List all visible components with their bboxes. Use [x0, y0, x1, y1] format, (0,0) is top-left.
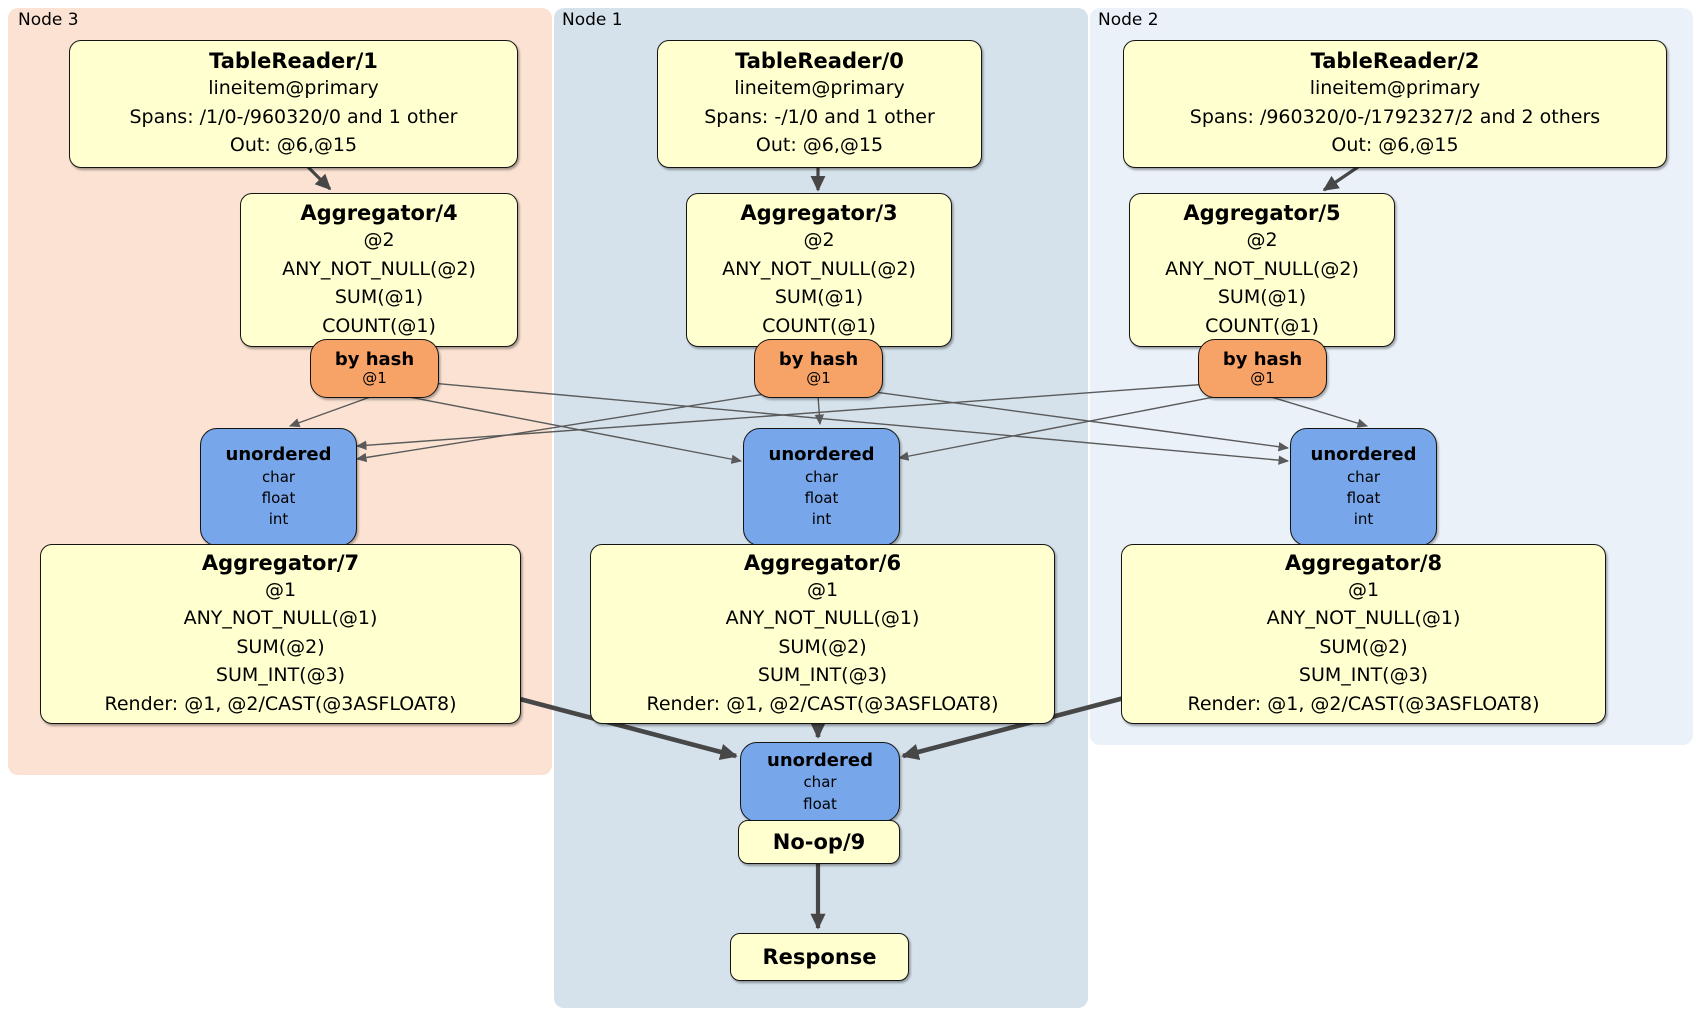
unordered-sync-node1: unordered char float int: [743, 428, 900, 546]
box-line: Spans: -/1/0 and 1 other: [704, 105, 935, 128]
box-line: lineitem@primary: [1309, 77, 1481, 100]
sync-line: int: [268, 510, 289, 529]
box-line: ANY_NOT_NULL(@2): [1165, 257, 1359, 280]
tablereader-0-box: TableReader/0 lineitem@primary Spans: -/…: [657, 40, 982, 168]
box-line: SUM(@2): [236, 635, 325, 658]
box-line: SUM_INT(@3): [1298, 664, 1429, 687]
sync-title: unordered: [768, 444, 875, 466]
aggregator-7-box: Aggregator/7 @1 ANY_NOT_NULL(@1) SUM(@2)…: [40, 544, 521, 724]
router-detail: @1: [806, 369, 831, 388]
aggregator-4-box: Aggregator/4 @2 ANY_NOT_NULL(@2) SUM(@1)…: [240, 193, 518, 347]
box-line: @2: [363, 229, 395, 252]
sync-line: int: [1353, 510, 1374, 529]
box-line: lineitem@primary: [208, 77, 379, 100]
aggregator-8-box: Aggregator/8 @1 ANY_NOT_NULL(@1) SUM(@2)…: [1121, 544, 1606, 724]
sync-title: unordered: [225, 444, 332, 466]
response-box: Response: [730, 933, 909, 981]
sync-line: char: [803, 773, 837, 792]
sync-line: char: [804, 467, 839, 486]
box-line: @1: [1347, 578, 1380, 601]
box-title: Aggregator/3: [740, 200, 898, 225]
box-title: Aggregator/6: [743, 550, 902, 575]
unordered-sync-node2: unordered char float int: [1290, 428, 1437, 546]
box-title: TableReader/0: [735, 49, 904, 74]
box-line: @1: [264, 578, 297, 601]
box-title: Aggregator/4: [300, 200, 458, 225]
box-line: ANY_NOT_NULL(@1): [725, 607, 920, 630]
box-line: SUM(@1): [774, 286, 864, 309]
router-detail: @1: [1250, 369, 1275, 388]
unordered-sync-node3: unordered char float int: [200, 428, 357, 546]
aggregator-5-box: Aggregator/5 @2 ANY_NOT_NULL(@2) SUM(@1)…: [1129, 193, 1395, 347]
tablereader-1-box: TableReader/1 lineitem@primary Spans: /1…: [69, 40, 518, 168]
box-line: @2: [1246, 229, 1278, 252]
sync-title: unordered: [1310, 444, 1417, 466]
sync-line: float: [1346, 489, 1381, 508]
region-label-node2: Node 2: [1098, 10, 1159, 30]
box-line: Render: @1, @2/CAST(@3ASFLOAT8): [104, 692, 457, 715]
aggregator-3-box: Aggregator/3 @2 ANY_NOT_NULL(@2) SUM(@1)…: [686, 193, 952, 347]
tablereader-2-box: TableReader/2 lineitem@primary Spans: /9…: [1123, 40, 1667, 168]
sync-title: unordered: [767, 750, 873, 771]
aggregator-6-box: Aggregator/6 @1 ANY_NOT_NULL(@1) SUM(@2)…: [590, 544, 1055, 724]
sync-line: int: [811, 510, 832, 529]
box-title: Aggregator/8: [1284, 550, 1443, 575]
box-line: Render: @1, @2/CAST(@3ASFLOAT8): [1187, 692, 1540, 715]
box-line: COUNT(@1): [762, 314, 876, 337]
box-title: Response: [762, 944, 877, 969]
box-line: @2: [803, 229, 835, 252]
sync-line: float: [261, 489, 296, 508]
box-line: Spans: /1/0-/960320/0 and 1 other: [129, 105, 458, 128]
box-line: ANY_NOT_NULL(@2): [722, 257, 916, 280]
region-label-node3: Node 3: [18, 10, 79, 30]
sync-line: float: [803, 794, 837, 813]
box-line: ANY_NOT_NULL(@2): [282, 257, 476, 280]
box-title: No-op/9: [772, 829, 866, 854]
box-line: Render: @1, @2/CAST(@3ASFLOAT8): [646, 692, 999, 715]
box-title: TableReader/2: [1310, 49, 1480, 74]
router-title: by hash: [334, 348, 415, 370]
box-line: SUM(@2): [778, 635, 867, 658]
router-detail: @1: [362, 369, 387, 388]
sync-line: char: [1346, 467, 1381, 486]
region-label-node1: Node 1: [562, 10, 623, 30]
box-line: ANY_NOT_NULL(@1): [183, 607, 378, 630]
hash-router-node2: by hash @1: [1198, 339, 1327, 398]
box-line: Out: @6,@15: [1331, 134, 1459, 157]
box-line: SUM(@1): [1217, 286, 1307, 309]
box-title: Aggregator/7: [201, 550, 360, 575]
box-line: COUNT(@1): [322, 314, 436, 337]
box-line: ANY_NOT_NULL(@1): [1266, 607, 1461, 630]
box-line: SUM_INT(@3): [757, 664, 888, 687]
box-line: SUM(@2): [1319, 635, 1408, 658]
router-title: by hash: [778, 348, 859, 370]
final-unordered-sync: unordered char float: [740, 742, 900, 822]
box-title: TableReader/1: [209, 49, 378, 74]
box-line: @1: [806, 578, 839, 601]
box-line: SUM(@1): [334, 286, 424, 309]
box-title: Aggregator/5: [1183, 200, 1341, 225]
box-line: COUNT(@1): [1205, 314, 1319, 337]
box-line: lineitem@primary: [734, 77, 905, 100]
box-line: Out: @6,@15: [229, 134, 358, 157]
sync-line: float: [804, 489, 839, 508]
hash-router-node3: by hash @1: [310, 339, 439, 398]
router-title: by hash: [1222, 348, 1303, 370]
box-line: Spans: /960320/0-/1792327/2 and 2 others: [1189, 105, 1601, 128]
hash-router-node1: by hash @1: [754, 339, 883, 398]
box-line: Out: @6,@15: [755, 134, 884, 157]
noop-box: No-op/9: [738, 820, 900, 864]
sync-line: char: [261, 467, 296, 486]
box-line: SUM_INT(@3): [215, 664, 346, 687]
